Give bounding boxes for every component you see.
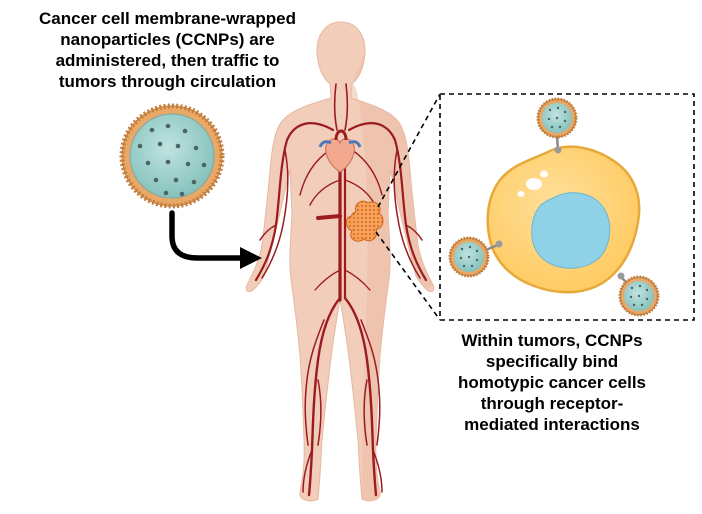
binding-caption: Within tumors, CCNPs specifically bind h… xyxy=(412,330,692,435)
cancer-cell xyxy=(486,145,641,294)
caption-line: nanoparticles (CCNPs) are xyxy=(60,30,275,49)
nucleus-icon xyxy=(531,192,611,269)
administration-caption: Cancer cell membrane-wrapped nanoparticl… xyxy=(0,8,335,92)
torso-vessels xyxy=(299,149,383,206)
receptor-link-knob xyxy=(554,146,562,154)
cell-vesicle xyxy=(526,178,542,190)
right-arm-vessel xyxy=(347,122,428,282)
left-leg-vessel xyxy=(307,296,342,497)
right-arm-vessel-branch xyxy=(393,149,423,279)
administration-arrow xyxy=(169,210,262,269)
right-leg-vessel xyxy=(343,296,378,497)
nanoparticle-payload-dots xyxy=(137,123,207,197)
circulatory-system xyxy=(254,83,428,497)
left-arm-vessel-branch xyxy=(259,149,289,279)
right-leg-vessel-branch xyxy=(360,319,383,493)
renal-vessel xyxy=(316,214,342,220)
cell-vesicle xyxy=(517,191,525,197)
tumor-icon xyxy=(345,200,384,242)
bound-nanoparticle-top xyxy=(536,97,578,154)
nanoparticle-large xyxy=(119,103,225,209)
cell-vesicle xyxy=(540,170,548,178)
arrow-head-icon xyxy=(240,247,262,269)
caption-line: specifically bind xyxy=(485,352,619,371)
heart-icon xyxy=(325,138,355,173)
left-leg-vessel-branch xyxy=(302,319,325,493)
heart-illustration xyxy=(318,129,362,173)
neck-vessels xyxy=(333,83,349,131)
aortic-arch xyxy=(334,129,348,141)
receptor-link-knob xyxy=(617,272,625,280)
body-shading xyxy=(351,53,433,501)
caption-line: Cancer cell membrane-wrapped xyxy=(39,9,296,28)
pulmonary-vessel xyxy=(318,140,332,148)
caption-line: through receptor- xyxy=(480,394,624,413)
pulmonary-vessel-right xyxy=(348,140,362,148)
caption-line: homotypic cancer cells xyxy=(457,373,647,392)
caption-line: administered, then traffic to xyxy=(55,51,280,70)
arrow-path xyxy=(169,210,247,261)
caption-line: mediated interactions xyxy=(464,415,640,434)
left-arm-vessel xyxy=(254,122,335,282)
bound-nanoparticle-left xyxy=(448,236,503,278)
tumor-illustration xyxy=(345,200,384,242)
receptor-link-knob xyxy=(495,240,503,248)
bound-nanoparticle-right xyxy=(617,272,660,317)
zoom-line-bottom xyxy=(375,231,441,321)
caption-line: tumors through circulation xyxy=(58,72,277,91)
zoom-line-top xyxy=(377,93,441,208)
nanoparticle-core-icon xyxy=(129,113,215,199)
pelvic-vessels xyxy=(314,269,371,291)
caption-line: Within tumors, CCNPs xyxy=(461,331,643,350)
